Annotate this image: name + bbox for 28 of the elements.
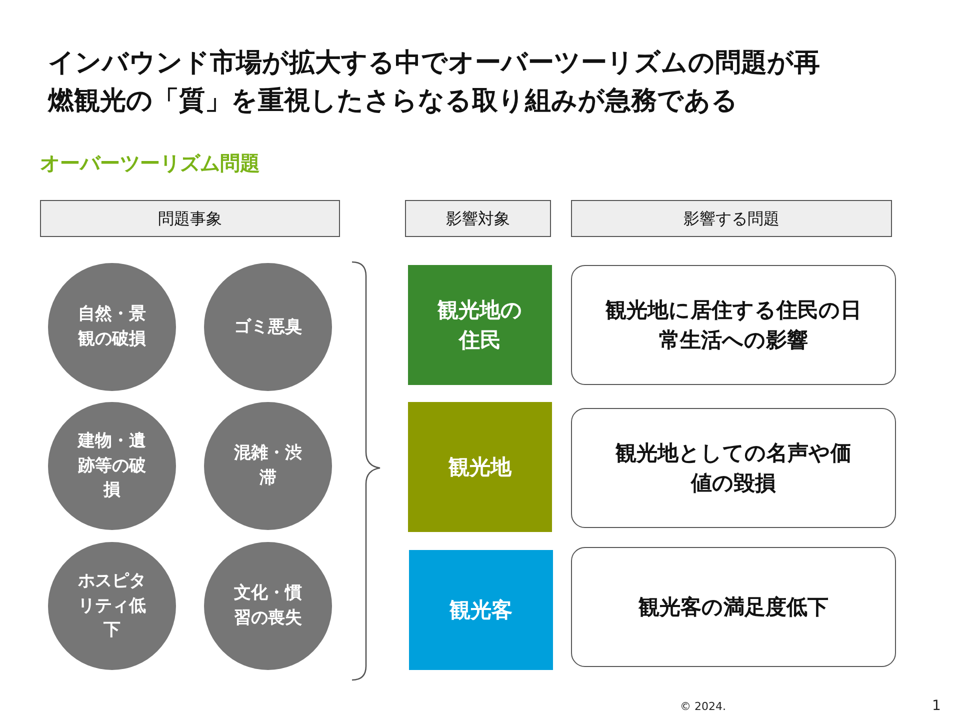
node-text: ゴミ悪臭 bbox=[234, 316, 302, 339]
node-text: 影響対象 bbox=[446, 208, 510, 230]
node-text: 観光地に居住する住民の日常生活への影響 bbox=[605, 296, 862, 354]
impact-box bbox=[571, 265, 896, 385]
column-header bbox=[40, 200, 340, 237]
target-box bbox=[408, 402, 552, 532]
node-text: 観光客の満足度低下 bbox=[638, 594, 828, 621]
impact-box bbox=[571, 547, 896, 667]
target-box bbox=[408, 265, 552, 385]
node-text: 自然・景観の破損 bbox=[77, 303, 147, 351]
column-header bbox=[571, 200, 892, 237]
node-text: 影響する問題 bbox=[684, 208, 780, 230]
target-box bbox=[409, 550, 553, 670]
node-text: 混雑・渋滞 bbox=[233, 442, 303, 490]
node-text: 観光地としての名声や価値の毀損 bbox=[614, 440, 852, 497]
node-text: 観光地 bbox=[448, 454, 512, 481]
node-text: 観光客 bbox=[450, 596, 512, 624]
node-text: 問題事象 bbox=[158, 208, 222, 230]
section-heading: オーバーツーリズム問題 bbox=[40, 150, 260, 177]
impact-box bbox=[571, 408, 896, 528]
page-number: 1 bbox=[932, 698, 941, 714]
node-text: 観光地の住民 bbox=[436, 296, 524, 354]
slide-title: インバウンド市場が拡大する中でオーバーツーリズムの問題が再燃観光の「質」を重視したさらなる取り組みが急務である bbox=[48, 47, 821, 118]
node-text: ホスピタリティ低下 bbox=[77, 570, 147, 642]
column-header bbox=[405, 200, 551, 237]
node-text: 文化・慣習の喪失 bbox=[233, 582, 303, 630]
copyright-note: © 2024. bbox=[680, 700, 726, 713]
node-text: 建物・遺跡等の破損 bbox=[77, 430, 147, 502]
